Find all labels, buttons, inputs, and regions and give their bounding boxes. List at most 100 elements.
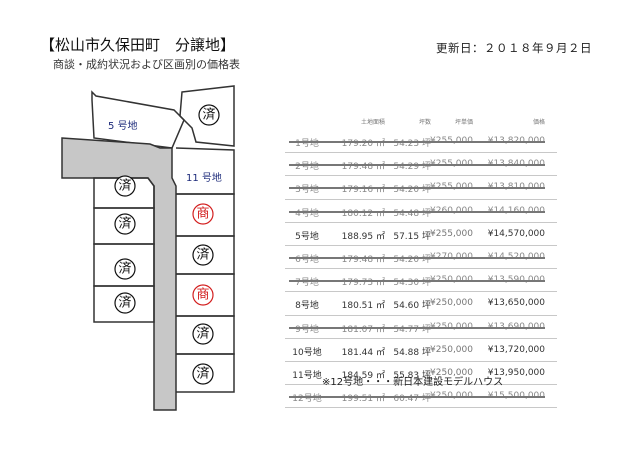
lot-unit-price: ¥250,000 (430, 321, 473, 332)
lot-number: 9号地 (295, 324, 319, 335)
lot-area: 179.73 ㎡ (341, 278, 385, 289)
lot-number: 8号地 (295, 301, 319, 312)
sold-mark-text: 済 (196, 247, 209, 263)
lot-number: 2号地 (295, 162, 319, 173)
header-unit-price: 坪単価 (454, 119, 473, 126)
lot-tsubo: 54.88 坪 (393, 347, 431, 358)
sold-mark-text: 済 (118, 261, 131, 277)
lot-11-outline (175, 147, 235, 195)
header-tsubo: 坪数 (418, 119, 431, 126)
lot-price: ¥15,500,000 (487, 391, 545, 402)
lot-tsubo: 54.29 坪 (393, 162, 431, 173)
lot-tsubo: 54.20 坪 (393, 185, 431, 196)
lot-r1-negotiating-mark: 商 (192, 203, 214, 225)
negotiating-mark-text: 商 (196, 288, 209, 303)
lot-price: ¥13,840,000 (487, 159, 545, 170)
lot-top-right-outline (179, 85, 235, 147)
lot-r4-sold-mark: 済 (192, 323, 214, 345)
lot-top-right-sold-mark: 済 (198, 104, 220, 126)
lot-unit-price: ¥250,000 (430, 391, 473, 402)
updated-date: 更新日：２０１８年９月２日 (436, 41, 592, 55)
table-row: 9号地 181.07 ㎡ 54.77 坪¥250,000 ¥13,690,000 (285, 316, 557, 339)
lot-number: 4号地 (295, 208, 319, 219)
lot-r5-outline (176, 353, 235, 393)
footnote: ※12号地・・・新日本建設モデルハウス (322, 377, 504, 388)
lot-price: ¥13,690,000 (487, 321, 545, 332)
lot-area: 180.51 ㎡ (341, 301, 385, 312)
lot-area: 181.07 ㎡ (341, 324, 385, 335)
lot-area: 179.20 ㎡ (341, 139, 385, 149)
price-table-header: 土地面積 坪数 坪単価 価格 (285, 115, 557, 130)
header-area: 土地面積 (360, 119, 385, 126)
lot-price: ¥13,810,000 (487, 182, 545, 193)
lot-r2-sold-mark: 済 (192, 244, 214, 266)
lot-price: ¥13,720,000 (487, 344, 545, 355)
lot-number: 11号地 (292, 370, 322, 381)
lot-unit-price: ¥260,000 (430, 205, 473, 216)
sold-mark-text: 済 (118, 295, 131, 311)
lot-number: 7号地 (295, 278, 319, 289)
table-row: 7号地 179.73 ㎡ 54.30 坪¥250,000 ¥13,590,000 (285, 269, 557, 293)
lot-l4-outline (93, 285, 155, 323)
lot-tsubo: 60.47 坪 (393, 394, 431, 405)
lot-r5-sold-mark: 済 (192, 363, 214, 385)
table-row: 2号地 179.48 ㎡ 54.29 坪¥255,000 ¥13,840,000 (285, 153, 557, 177)
lot-tsubo: 54.77 坪 (393, 324, 431, 335)
lot-area: 188.95 ㎡ (341, 231, 385, 242)
sold-mark-text: 済 (196, 326, 209, 342)
lot-5-outline (91, 90, 185, 149)
lot-unit-price: ¥250,000 (430, 275, 473, 286)
lot-unit-price: ¥250,000 (430, 367, 473, 378)
lot-number: 12号地 (292, 394, 322, 405)
lot-unit-price: ¥255,000 (430, 182, 473, 193)
lot-number: 10号地 (292, 347, 322, 358)
sold-mark-text: 済 (118, 178, 131, 194)
sold-mark-text: 済 (202, 107, 215, 123)
page-subtitle: 商談・成約状況および区画別の価格表 (53, 58, 240, 71)
sold-mark-text: 済 (196, 366, 209, 382)
lot-tsubo: 57.15 坪 (393, 231, 431, 242)
sold-mark-text: 済 (118, 216, 131, 232)
lot-l3-sold-mark: 済 (114, 258, 136, 280)
lot-area: 184.59 ㎡ (341, 370, 385, 381)
lot-r3-negotiating-mark: 商 (192, 284, 214, 306)
lot-price: ¥14,520,000 (487, 251, 545, 262)
lot-5-label: 5 号地 (108, 119, 138, 132)
table-row: 5号地 188.95 ㎡ 57.15 坪¥255,000 ¥14,570,000 (285, 223, 557, 246)
lot-price: ¥13,820,000 (487, 136, 545, 146)
lot-area: 179.48 ㎡ (341, 162, 385, 173)
lot-area: 179.16 ㎡ (341, 185, 385, 196)
lot-unit-price: ¥255,000 (430, 228, 473, 239)
lot-tsubo: 54.23 坪 (393, 139, 431, 149)
negotiating-mark-text: 商 (196, 207, 209, 222)
lot-unit-price: ¥250,000 (430, 298, 473, 309)
lot-unit-price: ¥270,000 (430, 251, 473, 262)
lot-number: 6号地 (295, 254, 319, 265)
lot-tsubo: 55.83 坪 (393, 370, 431, 381)
lot-11-label: 11 号地 (186, 171, 222, 184)
lot-area: 181.44 ㎡ (341, 347, 385, 358)
header-price: 価格 (532, 119, 545, 126)
lot-unit-price: ¥255,000 (430, 159, 473, 170)
lot-tsubo: 54.48 坪 (393, 208, 431, 219)
lot-number: 5号地 (295, 231, 319, 242)
lot-tsubo: 54.20 坪 (393, 254, 431, 265)
lot-l1-outline (93, 177, 155, 209)
lot-tsubo: 54.60 坪 (393, 301, 431, 312)
lot-price: ¥13,650,000 (487, 298, 545, 309)
page-title: 【松山市久保田町 分譲地】 (40, 36, 236, 54)
lot-l1-sold-mark: 済 (114, 175, 136, 197)
lot-tsubo: 54.30 坪 (393, 278, 431, 289)
table-row: 8号地 180.51 ㎡ 54.60 坪¥250,000 ¥13,650,000 (285, 292, 557, 316)
lot-number: 3号地 (295, 185, 319, 196)
lot-price: ¥14,570,000 (487, 228, 545, 239)
lot-price: ¥13,590,000 (487, 275, 545, 286)
lot-l2-sold-mark: 済 (114, 213, 136, 235)
lot-price: ¥13,950,000 (487, 367, 545, 378)
